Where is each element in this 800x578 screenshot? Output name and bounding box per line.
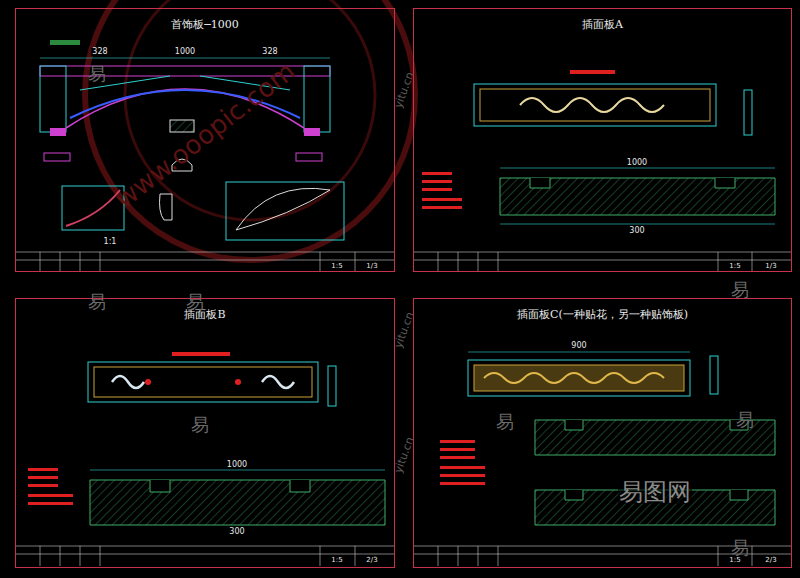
dimension-text: 300: [228, 528, 245, 536]
dimension-text: 1000: [626, 159, 648, 167]
watermark: 易: [191, 416, 209, 434]
title-block-text: 2/3: [764, 557, 777, 564]
dimension-text: 900: [570, 342, 587, 350]
watermark: 易: [186, 293, 204, 311]
title-block-text: 1:5: [728, 557, 741, 564]
dimension-text: 328: [261, 48, 278, 56]
watermark: 易: [88, 65, 106, 83]
sheet-title: 插面板C(一种贴花，另一种贴饰板): [414, 307, 791, 322]
dimension-text: 300: [628, 227, 645, 235]
sheet-title: 插面板B: [16, 307, 394, 322]
watermark: 易图网: [618, 480, 692, 504]
sheet-title: 首饰板─1000: [16, 17, 394, 32]
dimension-text: 328: [91, 48, 108, 56]
title-block-text: 1:5: [330, 557, 343, 564]
watermark: 易: [496, 413, 514, 431]
title-block-text: 1/3: [365, 263, 378, 270]
title-block-text: 1:5: [728, 263, 741, 270]
drawing-sheet: 插面板C(一种贴花，另一种贴饰板): [413, 298, 792, 568]
sheet-title: 插面板A: [414, 17, 791, 32]
title-block-text: 2/3: [365, 557, 378, 564]
watermark: 易: [736, 411, 754, 429]
watermark: 易: [731, 281, 749, 299]
dimension-text: 1000: [226, 461, 248, 469]
drawing-sheet: 插面板A: [413, 8, 792, 272]
title-block-text: 1/3: [764, 263, 777, 270]
title-block-text: 1:5: [330, 263, 343, 270]
dimension-text: 1000: [174, 48, 196, 56]
dimension-text: 1:1: [103, 238, 118, 246]
watermark: 易: [731, 539, 749, 557]
watermark: 易: [88, 293, 106, 311]
